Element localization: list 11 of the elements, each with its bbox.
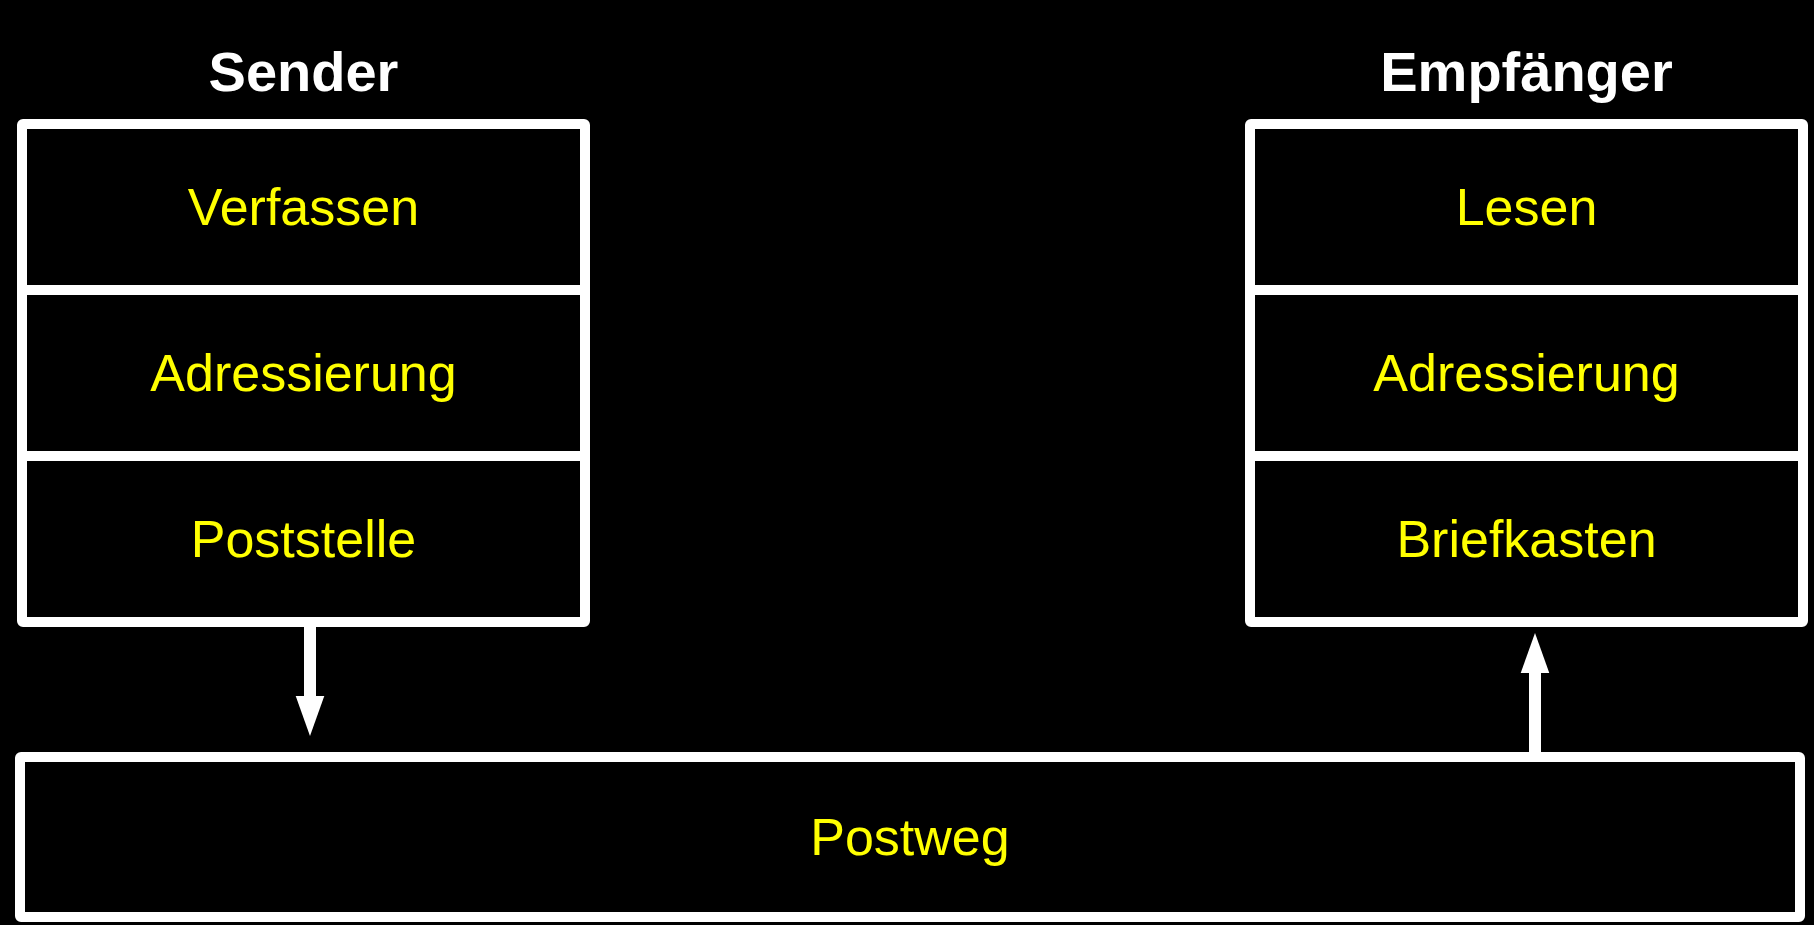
column-heading: Empfänger	[1380, 40, 1673, 103]
layer-label: Adressierung	[1373, 343, 1680, 403]
layer-label: Poststelle	[190, 509, 417, 569]
layer-label: Adressierung	[150, 343, 457, 403]
process-box	[15, 752, 1805, 922]
box-label: Postweg	[810, 807, 1010, 867]
column-heading: Sender	[208, 40, 399, 103]
arrow	[1520, 633, 1550, 752]
layer-label: Lesen	[1455, 177, 1598, 237]
layer-label: Briefkasten	[1396, 509, 1657, 569]
layer-label: Verfassen	[187, 177, 420, 237]
